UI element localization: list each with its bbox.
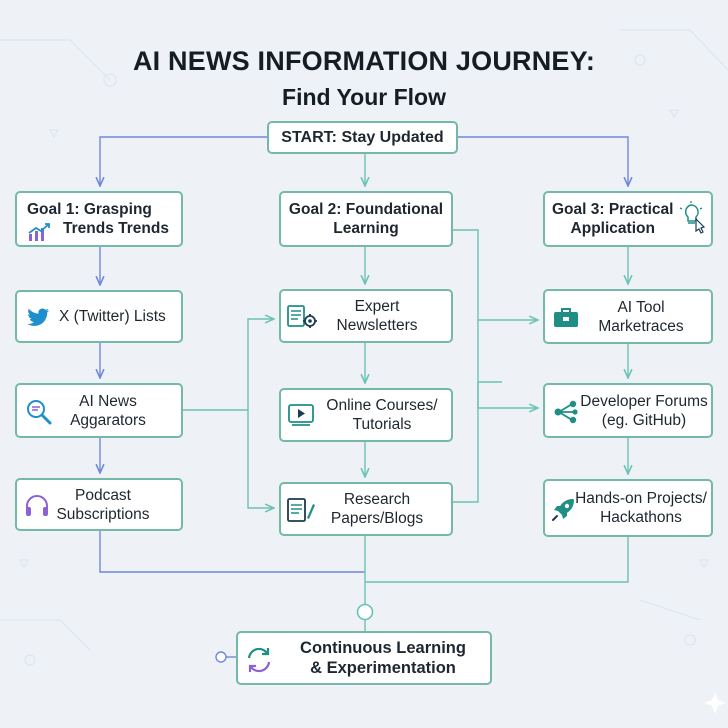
goal1-line1: Goal 1: Grasping <box>27 201 152 218</box>
arrow-to-forums <box>477 320 537 408</box>
cycle-arrows-icon <box>244 646 274 674</box>
step-research-papers[interactable]: Research Papers/Blogs <box>279 482 453 536</box>
step-research-line1: Research <box>343 491 411 508</box>
end-node[interactable]: Continuous Learning & Experimentation <box>236 631 492 685</box>
step-forums-line1: Developer Forums <box>580 392 708 410</box>
arrow-start-to-goal3 <box>458 136 628 185</box>
start-label: START: Stay Updated <box>281 129 444 146</box>
step-ai-news-aggregators[interactable]: AI News Aggarators <box>15 383 183 438</box>
step-podcast-subscriptions[interactable]: Podcast Subscriptions <box>15 478 183 531</box>
step-online-courses[interactable]: Online Courses/ Tutorials <box>279 388 453 442</box>
end-line2: & Experimentation <box>310 659 456 677</box>
goal2-line2: Learning <box>333 220 399 237</box>
step-expert-newsletters[interactable]: Expert Newsletters <box>279 289 453 343</box>
step-newsletters-line2: Newsletters <box>336 317 418 334</box>
headphones-icon <box>24 494 50 518</box>
goal1-line2: Trends Trends <box>63 220 169 237</box>
step-twitter-lists[interactable]: X (Twitter) Lists <box>15 290 183 343</box>
rocket-icon <box>551 496 577 522</box>
step-projects-line1: Hands-on Projects/ <box>575 490 707 507</box>
end-line1: Continuous Learning <box>300 639 466 657</box>
video-play-icon <box>287 403 315 427</box>
arrow-aggregators-to-research <box>247 410 273 508</box>
step-developer-forums[interactable]: Developer Forums (eg. GitHub) <box>543 383 713 438</box>
step-courses-line2: Tutorials <box>352 416 412 433</box>
document-pen-icon <box>286 496 316 526</box>
twitter-bird-icon <box>26 308 50 328</box>
trend-chart-icon <box>27 222 51 242</box>
step-podcast-line1: Podcast <box>74 486 131 504</box>
step-projects-line2: Hackathons <box>600 509 682 526</box>
goal3-line2: Application <box>570 220 655 237</box>
step-aggregators-line2: Aggarators <box>70 411 146 429</box>
arrow-goal2-to-tools <box>453 229 537 320</box>
step-tools-line1: AI Tool <box>617 298 665 316</box>
newsletter-gear-icon <box>286 303 318 331</box>
step-tools-line2: Marketraces <box>598 317 684 335</box>
toolbox-icon <box>552 306 580 330</box>
merge-node <box>356 603 374 621</box>
line-projects-to-merge <box>365 537 629 583</box>
goal2-line1: Goal 2: Foundational <box>288 201 444 218</box>
step-research-line2: Papers/Blogs <box>330 510 424 527</box>
step-hands-on-projects[interactable]: Hands-on Projects/ Hackathons <box>543 479 713 537</box>
lightbulb-cursor-icon <box>679 201 709 235</box>
step-podcast-line2: Subscriptions <box>56 505 150 523</box>
share-nodes-icon <box>552 398 580 426</box>
step-ai-tool-marketplaces[interactable]: AI Tool Marketraces <box>543 289 713 344</box>
step-forums-line2: (eg. GitHub) <box>601 411 687 429</box>
end-left-node <box>215 651 227 663</box>
arrow-aggregators-to-newsletters <box>183 319 273 411</box>
goal1-node[interactable]: Goal 1: Grasping Trends Trends <box>15 191 183 247</box>
step-courses-line1: Online Courses/ <box>326 397 438 414</box>
goal3-node[interactable]: Goal 3: Practical Application <box>543 191 713 247</box>
start-node[interactable]: START: Stay Updated <box>267 121 458 154</box>
line-podcast-to-merge <box>99 531 365 573</box>
arrow-start-to-goal1 <box>100 136 267 185</box>
step-newsletters-line1: Expert <box>354 298 400 315</box>
goal3-line1: Goal 3: Practical <box>552 201 674 218</box>
page-subtitle: Find Your Flow <box>282 84 446 110</box>
goal2-node[interactable]: Goal 2: Foundational Learning <box>279 191 453 247</box>
connector-research-to-hub <box>453 381 502 503</box>
magnifier-icon <box>25 398 53 426</box>
step-twitter-label: X (Twitter) Lists <box>59 308 166 325</box>
step-aggregators-line1: AI News <box>79 392 137 410</box>
page-title: AI NEWS INFORMATION JOURNEY: <box>132 46 596 76</box>
